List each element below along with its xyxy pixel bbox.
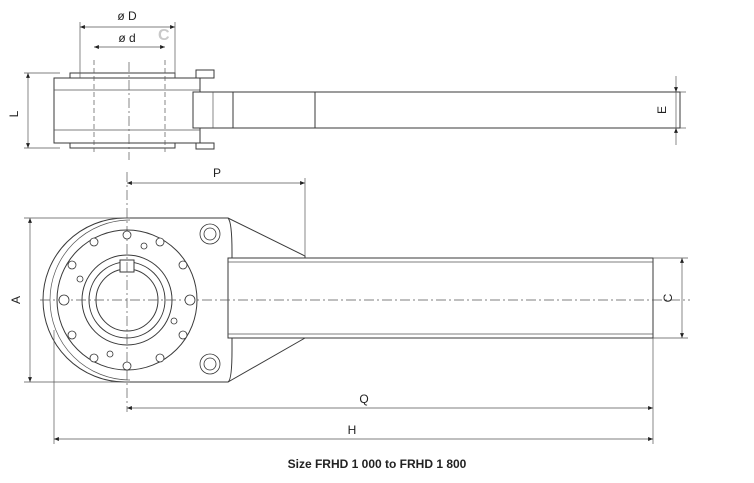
dim-C-label: C (661, 293, 675, 302)
arm-side (315, 91, 681, 129)
dim-Q-label: Q (359, 392, 368, 406)
dim-P-label: P (213, 166, 221, 180)
dim-E-label: E (655, 106, 669, 114)
side-view: L E ø D ø d C (7, 9, 686, 160)
hub-body-side (53, 77, 201, 144)
arm-plan (227, 257, 654, 339)
figure-caption: Size FRHD 1 000 to FRHD 1 800 (287, 457, 467, 471)
bolt-circle (58, 230, 196, 371)
watermark-logo: C (158, 27, 170, 44)
dim-L-label: L (7, 110, 21, 117)
dim-D-label: ø D (117, 9, 137, 23)
plan-view: P A C Q H (9, 166, 690, 444)
dim-H-label: H (348, 423, 357, 437)
dim-A-label: A (9, 296, 23, 304)
dim-d-label: ø d (118, 31, 135, 45)
